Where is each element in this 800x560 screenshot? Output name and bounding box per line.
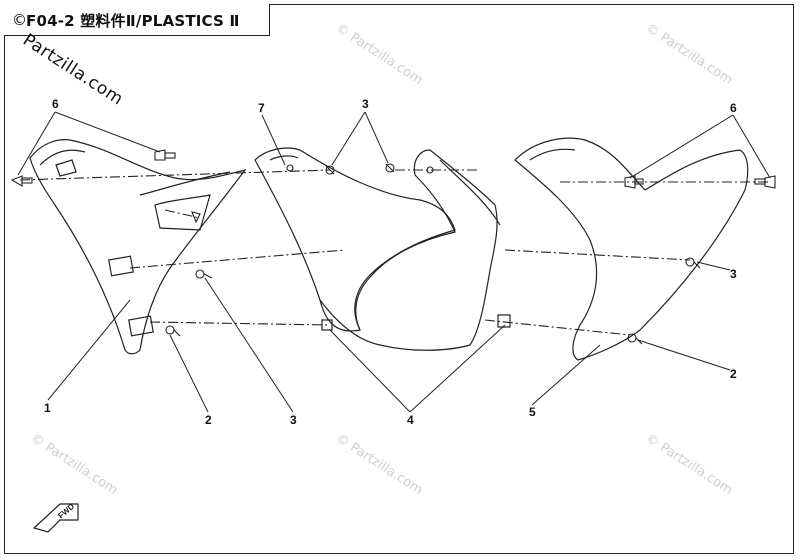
panel-4-center-lower-cover [319, 149, 511, 351]
screw-icon [195, 269, 213, 279]
screw-icon [325, 165, 335, 175]
watermarks: © Partzilla.com © Partzilla.com © Partzi… [28, 21, 735, 498]
callout-3: 3 [730, 267, 737, 281]
callout-4: 4 [407, 413, 414, 427]
screw-icon [191, 211, 201, 224]
dash-dot-guides [19, 169, 770, 336]
screw-icon [685, 257, 701, 269]
callout-1: 1 [44, 401, 51, 415]
panel-7-center-upper-cover [254, 147, 456, 332]
screw-icon [754, 175, 776, 189]
drawing-frame [4, 4, 794, 554]
callout-3: 3 [290, 413, 297, 427]
watermark: © Partzilla.com [643, 21, 735, 88]
panel-1-left-side-cover [29, 139, 247, 355]
fwd-arrow-icon: FWD [32, 502, 79, 533]
watermark: © Partzilla.com [643, 431, 735, 498]
watermark: © Partzilla.com [333, 21, 425, 88]
screw-icon [154, 149, 176, 161]
callout-6: 6 [730, 101, 737, 115]
copyright-symbol: © [12, 11, 27, 29]
callout-6: 6 [52, 97, 59, 111]
callout-7: 7 [258, 101, 265, 115]
watermark: © Partzilla.com [28, 431, 120, 498]
screw-icon [385, 163, 395, 173]
screw-icon [426, 166, 434, 174]
screw-icon [10, 175, 33, 187]
screw-icon [286, 164, 294, 172]
screw-icon [165, 325, 181, 337]
leader-lines [17, 111, 771, 413]
watermark: © Partzilla.com [333, 431, 425, 498]
callout-3: 3 [362, 97, 369, 111]
callout-2: 2 [205, 413, 212, 427]
screw-icon [627, 333, 643, 345]
title-box: © F04-2 塑料件Ⅱ/PLASTICS Ⅱ [4, 4, 270, 36]
callouts: 6 1 2 3 7 3 4 5 6 3 2 [44, 97, 737, 427]
panel-5-right-side-cover [514, 137, 749, 361]
diagram-title: F04-2 塑料件Ⅱ/PLASTICS Ⅱ [26, 12, 240, 30]
callout-2: 2 [730, 367, 737, 381]
callout-5: 5 [529, 405, 536, 419]
fasteners [10, 149, 776, 345]
